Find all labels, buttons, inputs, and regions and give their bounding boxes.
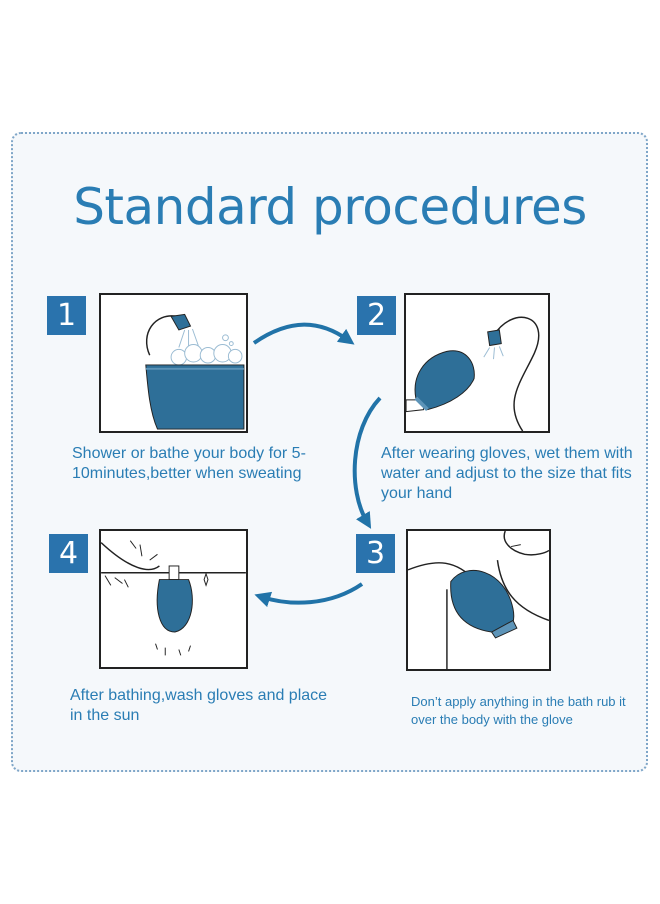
step-3-illustration xyxy=(406,529,551,671)
step-2-badge: 2 xyxy=(357,296,396,335)
step-2-text: After wearing gloves, wet them with wate… xyxy=(381,445,633,502)
step-4-badge: 4 xyxy=(49,534,88,573)
shower-bathtub-icon xyxy=(145,313,245,430)
step-1-illustration xyxy=(99,293,248,433)
page-title: Standard procedures xyxy=(73,178,587,236)
step-1-text: Shower or bathe your body for 5-10minute… xyxy=(72,445,306,482)
step-3-text: Don’t apply anything in the bath rub it … xyxy=(411,694,626,727)
glove-shoulder-icon xyxy=(408,531,549,669)
step-2-illustration xyxy=(404,293,550,433)
step-4-illustration xyxy=(99,529,248,669)
step-3-badge: 3 xyxy=(356,534,395,573)
glove-shower-icon xyxy=(406,316,540,431)
step-4-text: After bathing,wash gloves and place in t… xyxy=(70,687,328,724)
step-1-badge: 1 xyxy=(47,296,86,335)
glove-drying-icon xyxy=(101,540,246,656)
